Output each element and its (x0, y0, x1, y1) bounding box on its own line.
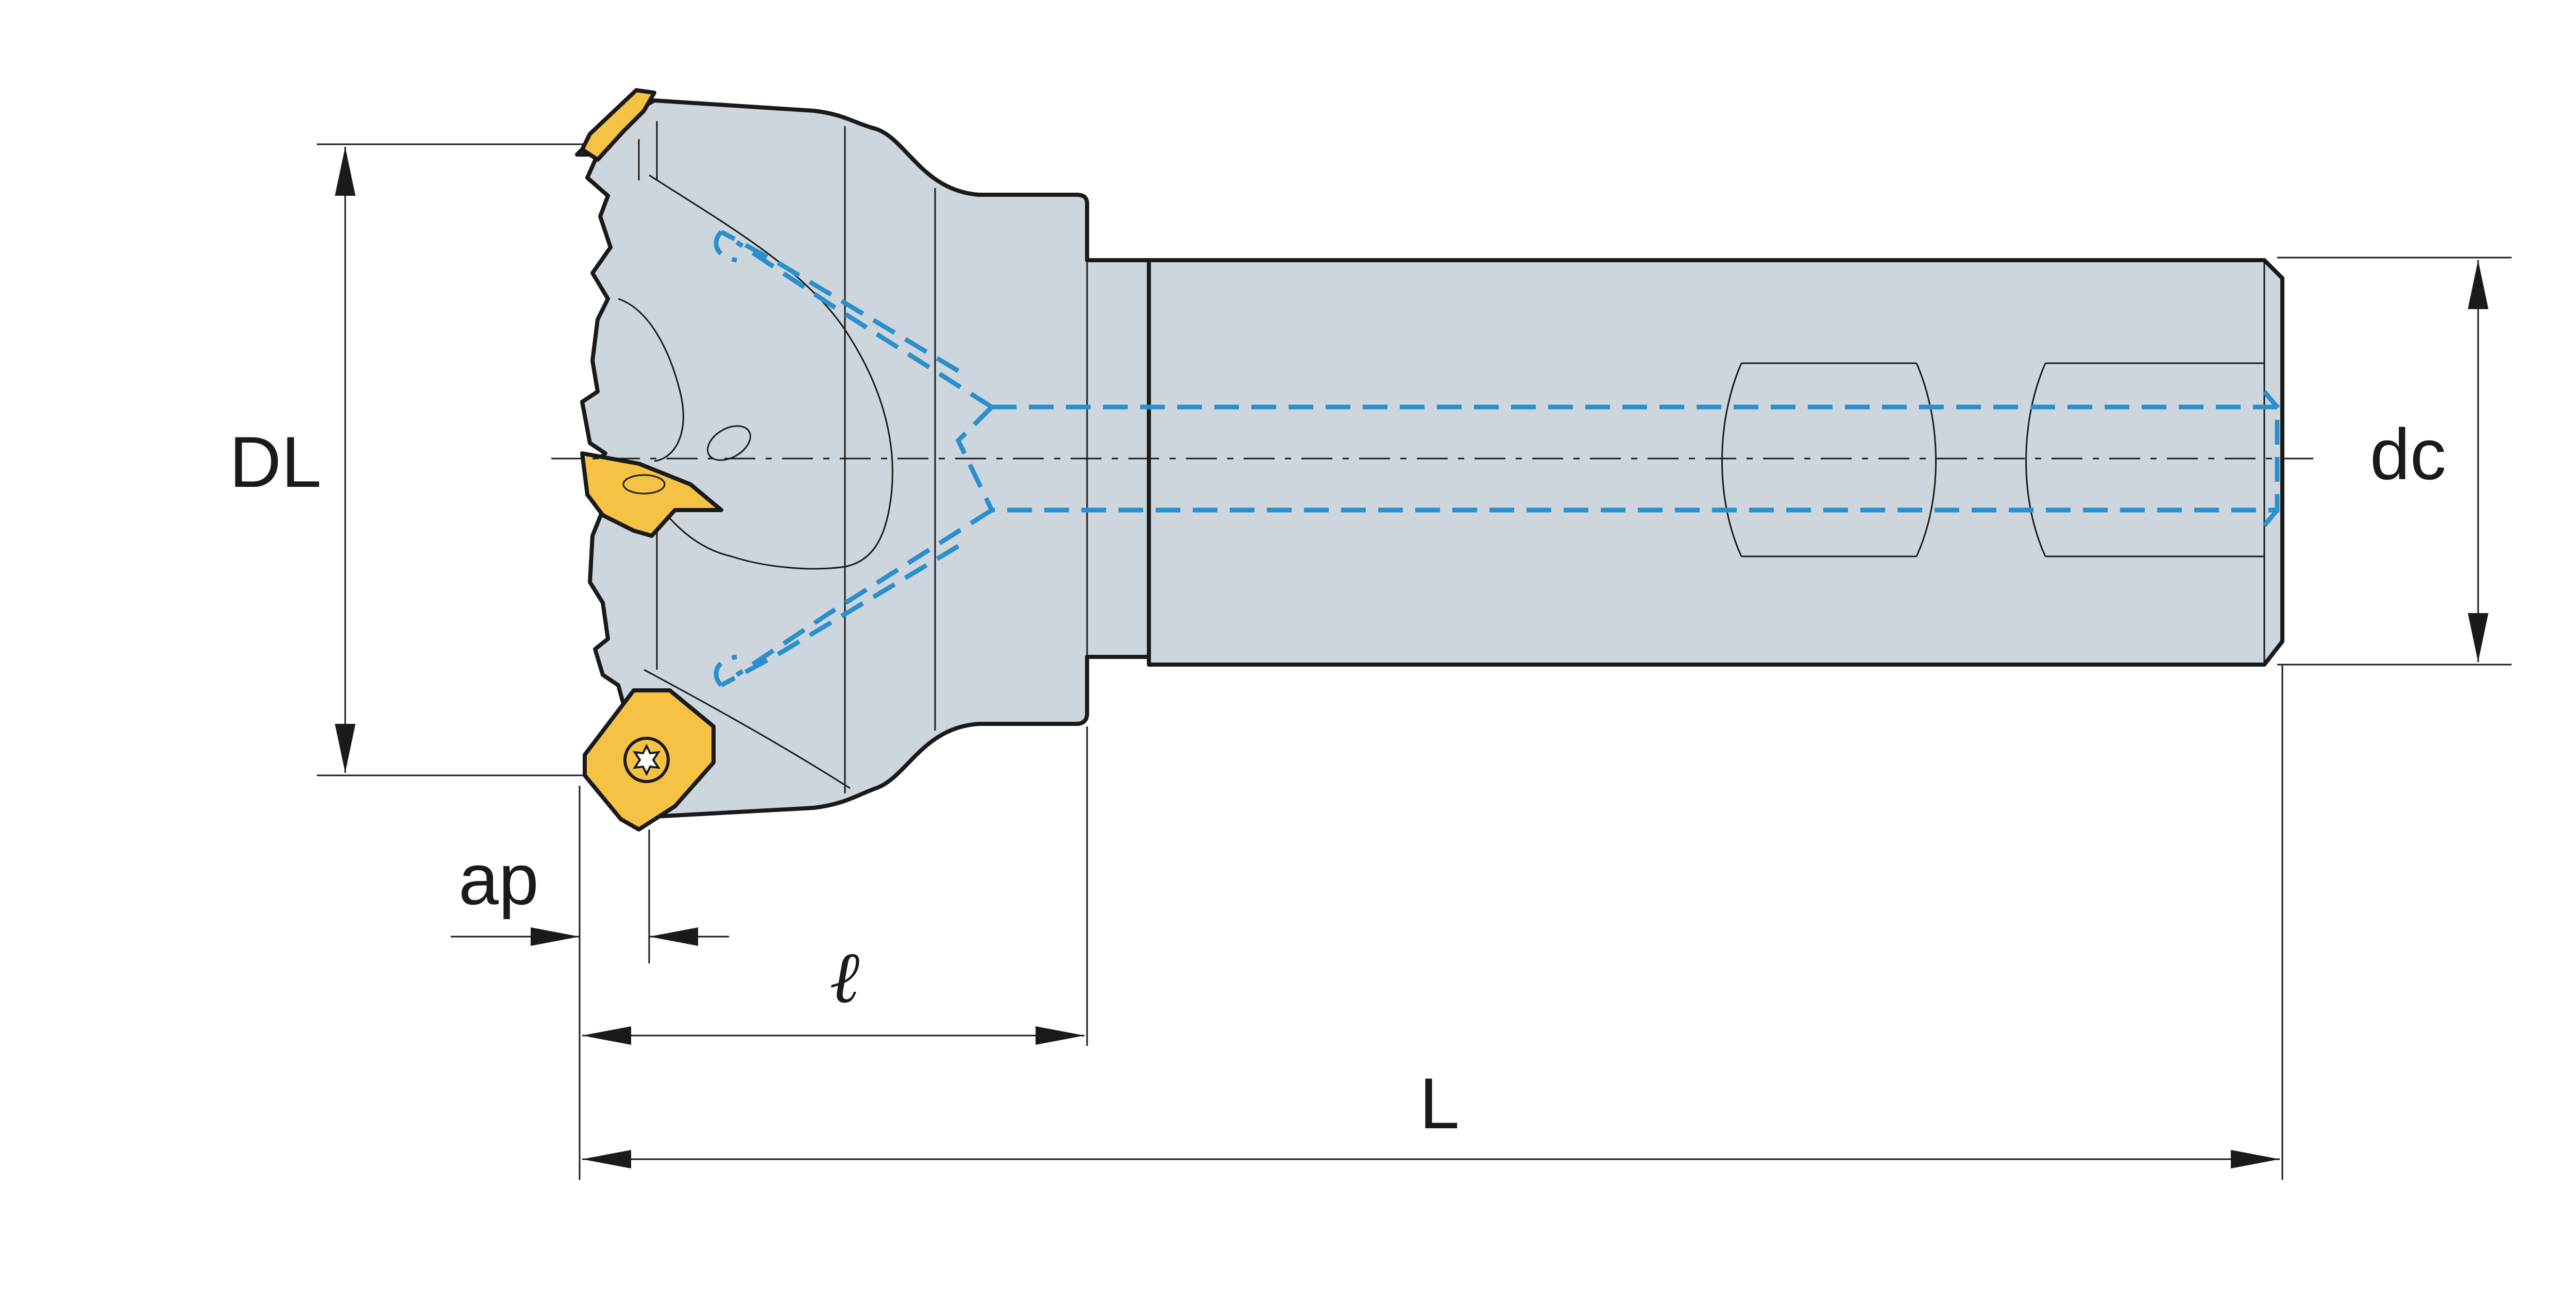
shank (1147, 258, 2284, 667)
insert-top (580, 88, 656, 162)
torx-icon (632, 743, 661, 776)
ap-label: ap (459, 839, 539, 920)
dimension-dl: DL (229, 143, 585, 776)
dimension-ap: ap (451, 786, 729, 1180)
dc-label: dc (2370, 414, 2446, 495)
coolant-channels (714, 230, 2280, 687)
dl-label: DL (229, 421, 321, 502)
insert-middle (580, 451, 723, 538)
dimension-l-small: ℓ (582, 726, 1088, 1046)
insert-bottom (583, 688, 716, 832)
l-total-label: L (1419, 1063, 1460, 1144)
dimension-l-total: L (582, 665, 2283, 1180)
dimension-dc: dc (2277, 257, 2512, 666)
l-small-label: ℓ (829, 938, 859, 1018)
